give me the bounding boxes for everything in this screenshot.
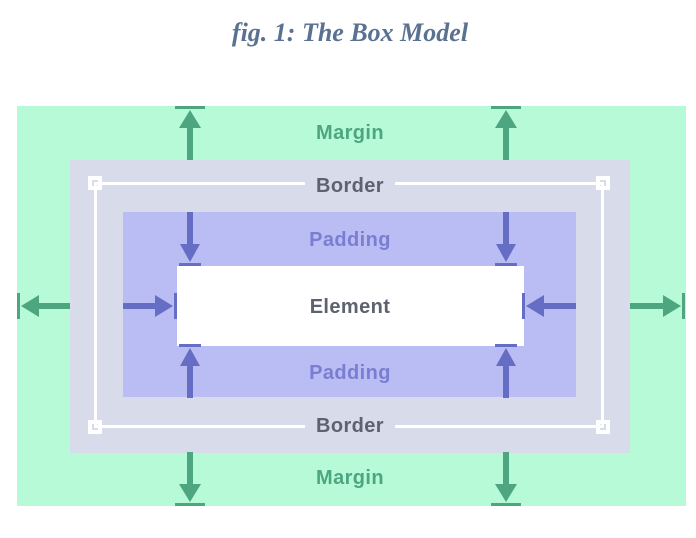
margin-arrow-up-left-icon	[175, 106, 205, 160]
margin-label-bottom: Margin	[316, 467, 384, 489]
padding-arrow-up-left-icon	[178, 344, 202, 398]
margin-arrow-up-right-icon	[491, 106, 521, 160]
selection-handle-top-left	[88, 176, 102, 190]
selection-handle-bottom-right	[596, 420, 610, 434]
margin-label-top: Margin	[316, 122, 384, 144]
margin-arrow-left-icon	[17, 293, 70, 319]
padding-arrow-up-right-icon	[494, 344, 518, 398]
padding-label-top: Padding	[309, 229, 391, 251]
border-label-top: Border	[305, 175, 395, 197]
margin-arrow-down-right-icon	[491, 452, 521, 506]
padding-arrow-right-icon	[123, 293, 177, 319]
selection-handle-top-right	[596, 176, 610, 190]
padding-label-bottom: Padding	[309, 362, 391, 384]
border-label-bottom: Border	[305, 415, 395, 437]
padding-arrow-down-left-icon	[178, 212, 202, 266]
figure-title: fig. 1: The Box Model	[231, 18, 469, 47]
selection-handle-bottom-left	[88, 420, 102, 434]
padding-arrow-left-icon	[522, 293, 576, 319]
element-box	[177, 266, 524, 346]
padding-arrow-down-right-icon	[494, 212, 518, 266]
margin-arrow-down-left-icon	[175, 452, 205, 506]
element-label: Element	[309, 296, 391, 318]
margin-arrow-right-icon	[630, 293, 685, 319]
